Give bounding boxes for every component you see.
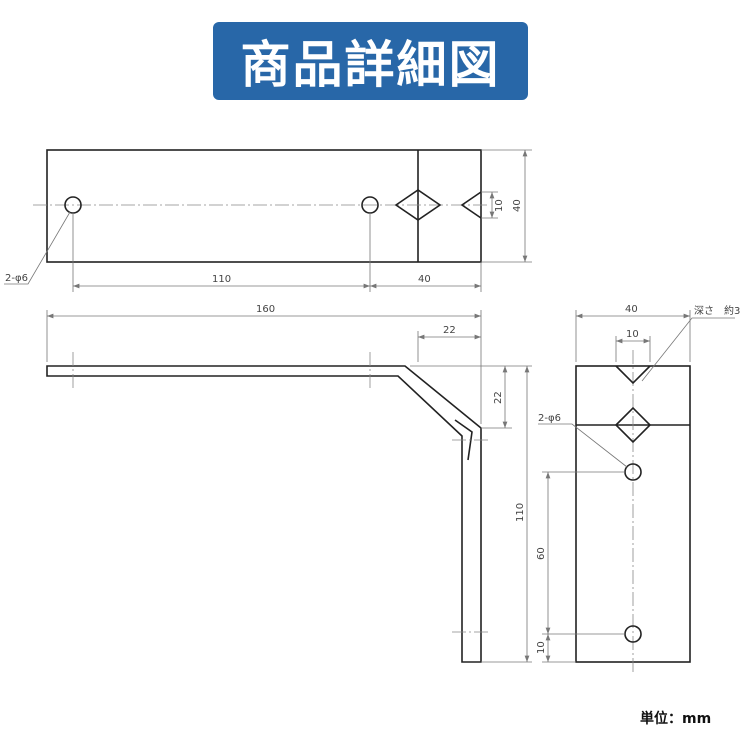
dim-label: 40 [625, 304, 638, 315]
rib-notch [615, 365, 651, 385]
top-view: 110 40 40 10 2-φ6 [4, 149, 532, 292]
dim-label: 10 [536, 641, 547, 654]
plate-outline [46, 149, 482, 263]
dim-label: 110 [212, 274, 231, 285]
dim-label: 160 [256, 304, 275, 315]
rib-diamond [614, 406, 652, 444]
depth-note: 深さ 約3 [694, 304, 740, 317]
dim-label: 22 [443, 325, 456, 336]
unit-label: 単位：mm [640, 711, 712, 727]
page-title: 商品詳細図 [240, 36, 501, 94]
gusset [454, 419, 473, 461]
dim-label: 110 [515, 503, 526, 522]
dim-label: 60 [536, 547, 547, 560]
dim-label: 10 [494, 199, 505, 212]
dim-label: 22 [493, 391, 504, 404]
hole-note: 2-φ6 [538, 413, 561, 424]
bracket-profile [46, 365, 482, 663]
rib-notch [460, 191, 482, 219]
title-banner: 商品詳細図 [213, 22, 528, 100]
dim-label: 10 [626, 329, 639, 340]
dim-label: 40 [512, 199, 523, 212]
hole-note: 2-φ6 [5, 273, 28, 284]
side-view: 160 22 22 110 [46, 304, 532, 663]
end-view: 40 10 深さ 約3 2-φ6 60 10 [536, 304, 740, 672]
dim-label: 40 [418, 274, 431, 285]
rib-diamond [394, 189, 442, 221]
